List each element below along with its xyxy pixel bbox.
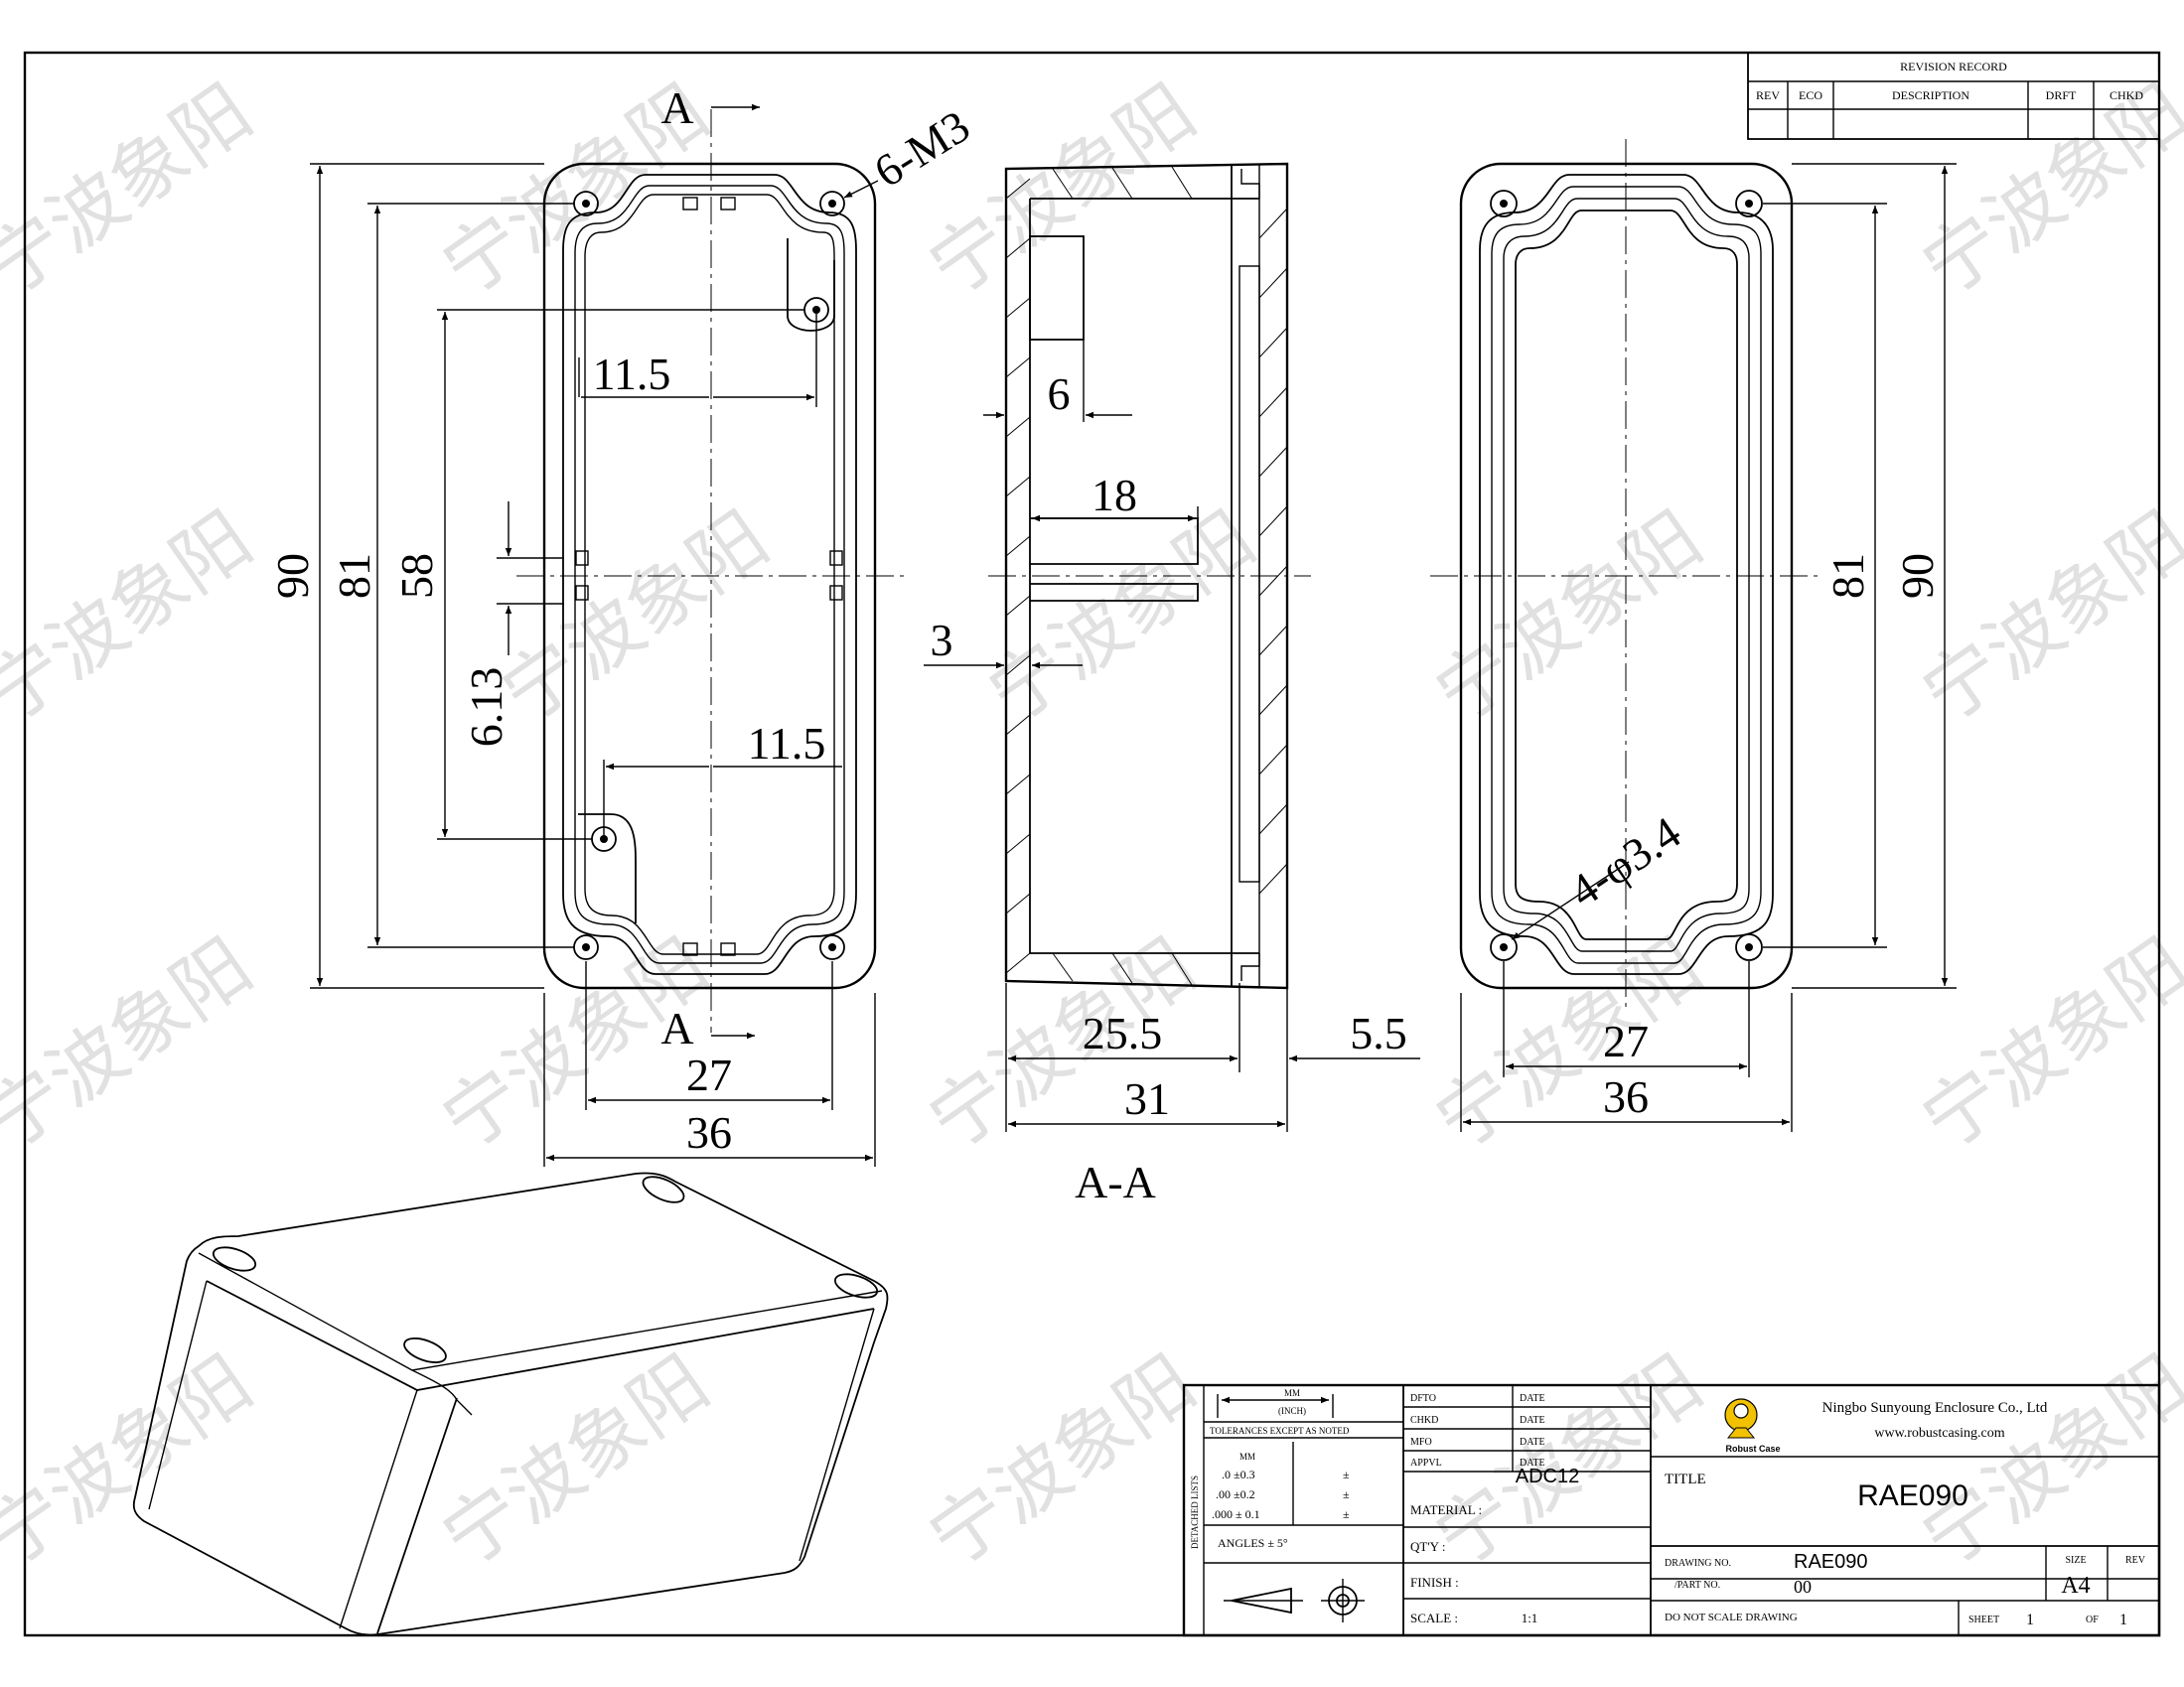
tolerance-3: .000 ± 0.1 (1212, 1507, 1260, 1521)
drawing-border (23, 51, 2161, 1637)
dim-back-width-overall: 36 (1603, 1071, 1649, 1122)
dim-wall: 3 (931, 615, 953, 665)
watermark: 宁波象阳 (913, 67, 1211, 312)
dim-depth-inner: 25.5 (1083, 1008, 1163, 1058)
side-label: DETACHED LISTS (1190, 1476, 1200, 1549)
sheet-label: SHEET (1968, 1615, 1999, 1625)
revision-col-chkd: CHKD (2110, 88, 2143, 102)
dim-boss-top: 11.5 (593, 349, 671, 399)
isometric-view (132, 1172, 889, 1636)
signoff-role-1: DFTO (1410, 1393, 1436, 1404)
dim-lid: 5.5 (1350, 1008, 1407, 1058)
revision-record: REVISION RECORD REV ECO DESCRIPTION DRFT… (1747, 52, 2160, 140)
size-value: A4 (2061, 1573, 2090, 1599)
watermark: 宁波象阳 (0, 493, 267, 739)
signoff-role-4: APPVL (1410, 1458, 1442, 1469)
watermark: 宁波象阳 (426, 1337, 724, 1583)
watermark: 宁波象阳 (913, 1337, 1211, 1583)
watermark: 宁波象阳 (0, 1337, 267, 1583)
drawing-no-label: DRAWING NO. (1665, 1558, 1731, 1569)
tolerance-pm-3: ± (1343, 1507, 1350, 1521)
title-label: TITLE (1665, 1472, 1706, 1487)
watermark-layer: 宁波象阳 宁波象阳 宁波象阳 宁波象阳 宁波象阳 宁波象阳 宁波象阳 宁波象阳 … (0, 67, 2184, 1583)
dim-width-holes: 27 (686, 1050, 732, 1100)
no-scale-note: DO NOT SCALE DRAWING (1665, 1612, 1798, 1623)
tolerance-pm-2: ± (1343, 1487, 1350, 1501)
signoff-date-3: DATE (1520, 1437, 1545, 1448)
company-website: www.robustcasing.com (1874, 1426, 2004, 1441)
signoff-date-2: DATE (1520, 1415, 1545, 1426)
units-top: MM (1284, 1388, 1300, 1398)
part-no-label: /PART NO. (1674, 1580, 1720, 1591)
watermark: 宁波象阳 (972, 493, 1270, 739)
drawing-no-value: RAE090 (1794, 1551, 1868, 1573)
title-block: MM (INCH) TOLERANCES EXCEPT AS NOTED DET… (1182, 1383, 2161, 1637)
revision-col-drft: DRFT (2046, 88, 2077, 102)
section-view: 6 18 3 25.5 5.5 31 A-A (924, 162, 1420, 1207)
watermark: 宁波象阳 (1419, 920, 1717, 1166)
section-title: A-A (1075, 1157, 1156, 1207)
dim-width-overall: 36 (686, 1107, 732, 1158)
of-label: OF (2086, 1615, 2099, 1625)
scale-value: 1:1 (1522, 1611, 1538, 1625)
title-value: RAE090 (1857, 1479, 1968, 1512)
signoff-role-2: CHKD (1410, 1415, 1438, 1426)
thread-callout: 6-M3 (865, 100, 978, 197)
dim-offset: 6.13 (461, 667, 511, 748)
sheet-value: 1 (2026, 1612, 2034, 1628)
logo-text: Robust Case (1725, 1444, 1780, 1454)
dim-depth-overall: 31 (1124, 1073, 1170, 1124)
watermark: 宁波象阳 (1906, 67, 2184, 312)
company-name: Ningbo Sunyoung Enclosure Co., Ltd (1822, 1400, 2048, 1416)
scale-label: SCALE : (1410, 1611, 1458, 1625)
dim-height-holes: 81 (329, 553, 379, 599)
tolerance-1: .0 ±0.3 (1222, 1468, 1255, 1481)
tolerances-label: TOLERANCES EXCEPT AS NOTED (1210, 1426, 1350, 1436)
dim-rib-length: 18 (1092, 470, 1137, 520)
of-value: 1 (2119, 1612, 2127, 1628)
angles-tolerance: ANGLES ± 5° (1218, 1536, 1288, 1550)
revision-col-description: DESCRIPTION (1892, 88, 1969, 102)
signoff-date-4: DATE (1520, 1458, 1545, 1469)
rev-label: REV (2125, 1555, 2146, 1566)
signoff-role-3: MFO (1410, 1437, 1432, 1448)
watermark: 宁波象阳 (0, 920, 267, 1166)
units-bottom: (INCH) (1278, 1406, 1306, 1416)
section-mark-bottom: A (660, 1003, 693, 1054)
dim-wall-step: 6 (1048, 368, 1071, 419)
material-label: MATERIAL : (1410, 1502, 1482, 1517)
dim-boss-bottom: 11.5 (748, 718, 826, 769)
watermark: 宁波象阳 (913, 920, 1211, 1166)
company-logo-icon: Robust Case (1724, 1398, 1781, 1454)
watermark: 宁波象阳 (1906, 493, 2184, 739)
dim-back-height-overall: 90 (1892, 553, 1943, 599)
watermark: 宁波象阳 (0, 67, 267, 312)
tolerance-2: .00 ±0.2 (1216, 1487, 1255, 1501)
watermark: 宁波象阳 (486, 493, 784, 739)
size-label: SIZE (2065, 1555, 2086, 1566)
revision-col-eco: ECO (1799, 88, 1822, 102)
dim-height-overall: 90 (267, 553, 318, 599)
watermark: 宁波象阳 (1906, 920, 2184, 1166)
signoff-date-1: DATE (1520, 1393, 1545, 1404)
watermark: 宁波象阳 (1419, 493, 1717, 739)
revision-col-rev: REV (1756, 88, 1780, 102)
part-no-value: 00 (1794, 1577, 1812, 1597)
revision-record-title: REVISION RECORD (1900, 60, 2007, 73)
tolerance-header: MM (1239, 1452, 1255, 1462)
tolerance-pm-1: ± (1343, 1468, 1350, 1481)
projection-circle-icon (1321, 1579, 1365, 1622)
dim-back-width-holes: 27 (1603, 1016, 1649, 1066)
qty-label: QT'Y : (1410, 1539, 1445, 1554)
material-value: ADC12 (1516, 1466, 1579, 1487)
dim-back-height-holes: 81 (1822, 553, 1873, 599)
dim-height-bosses: 58 (391, 553, 442, 599)
section-mark-top: A (660, 82, 693, 133)
hole-callout: 4-φ3.4 (1560, 807, 1689, 917)
finish-label: FINISH : (1410, 1575, 1459, 1590)
